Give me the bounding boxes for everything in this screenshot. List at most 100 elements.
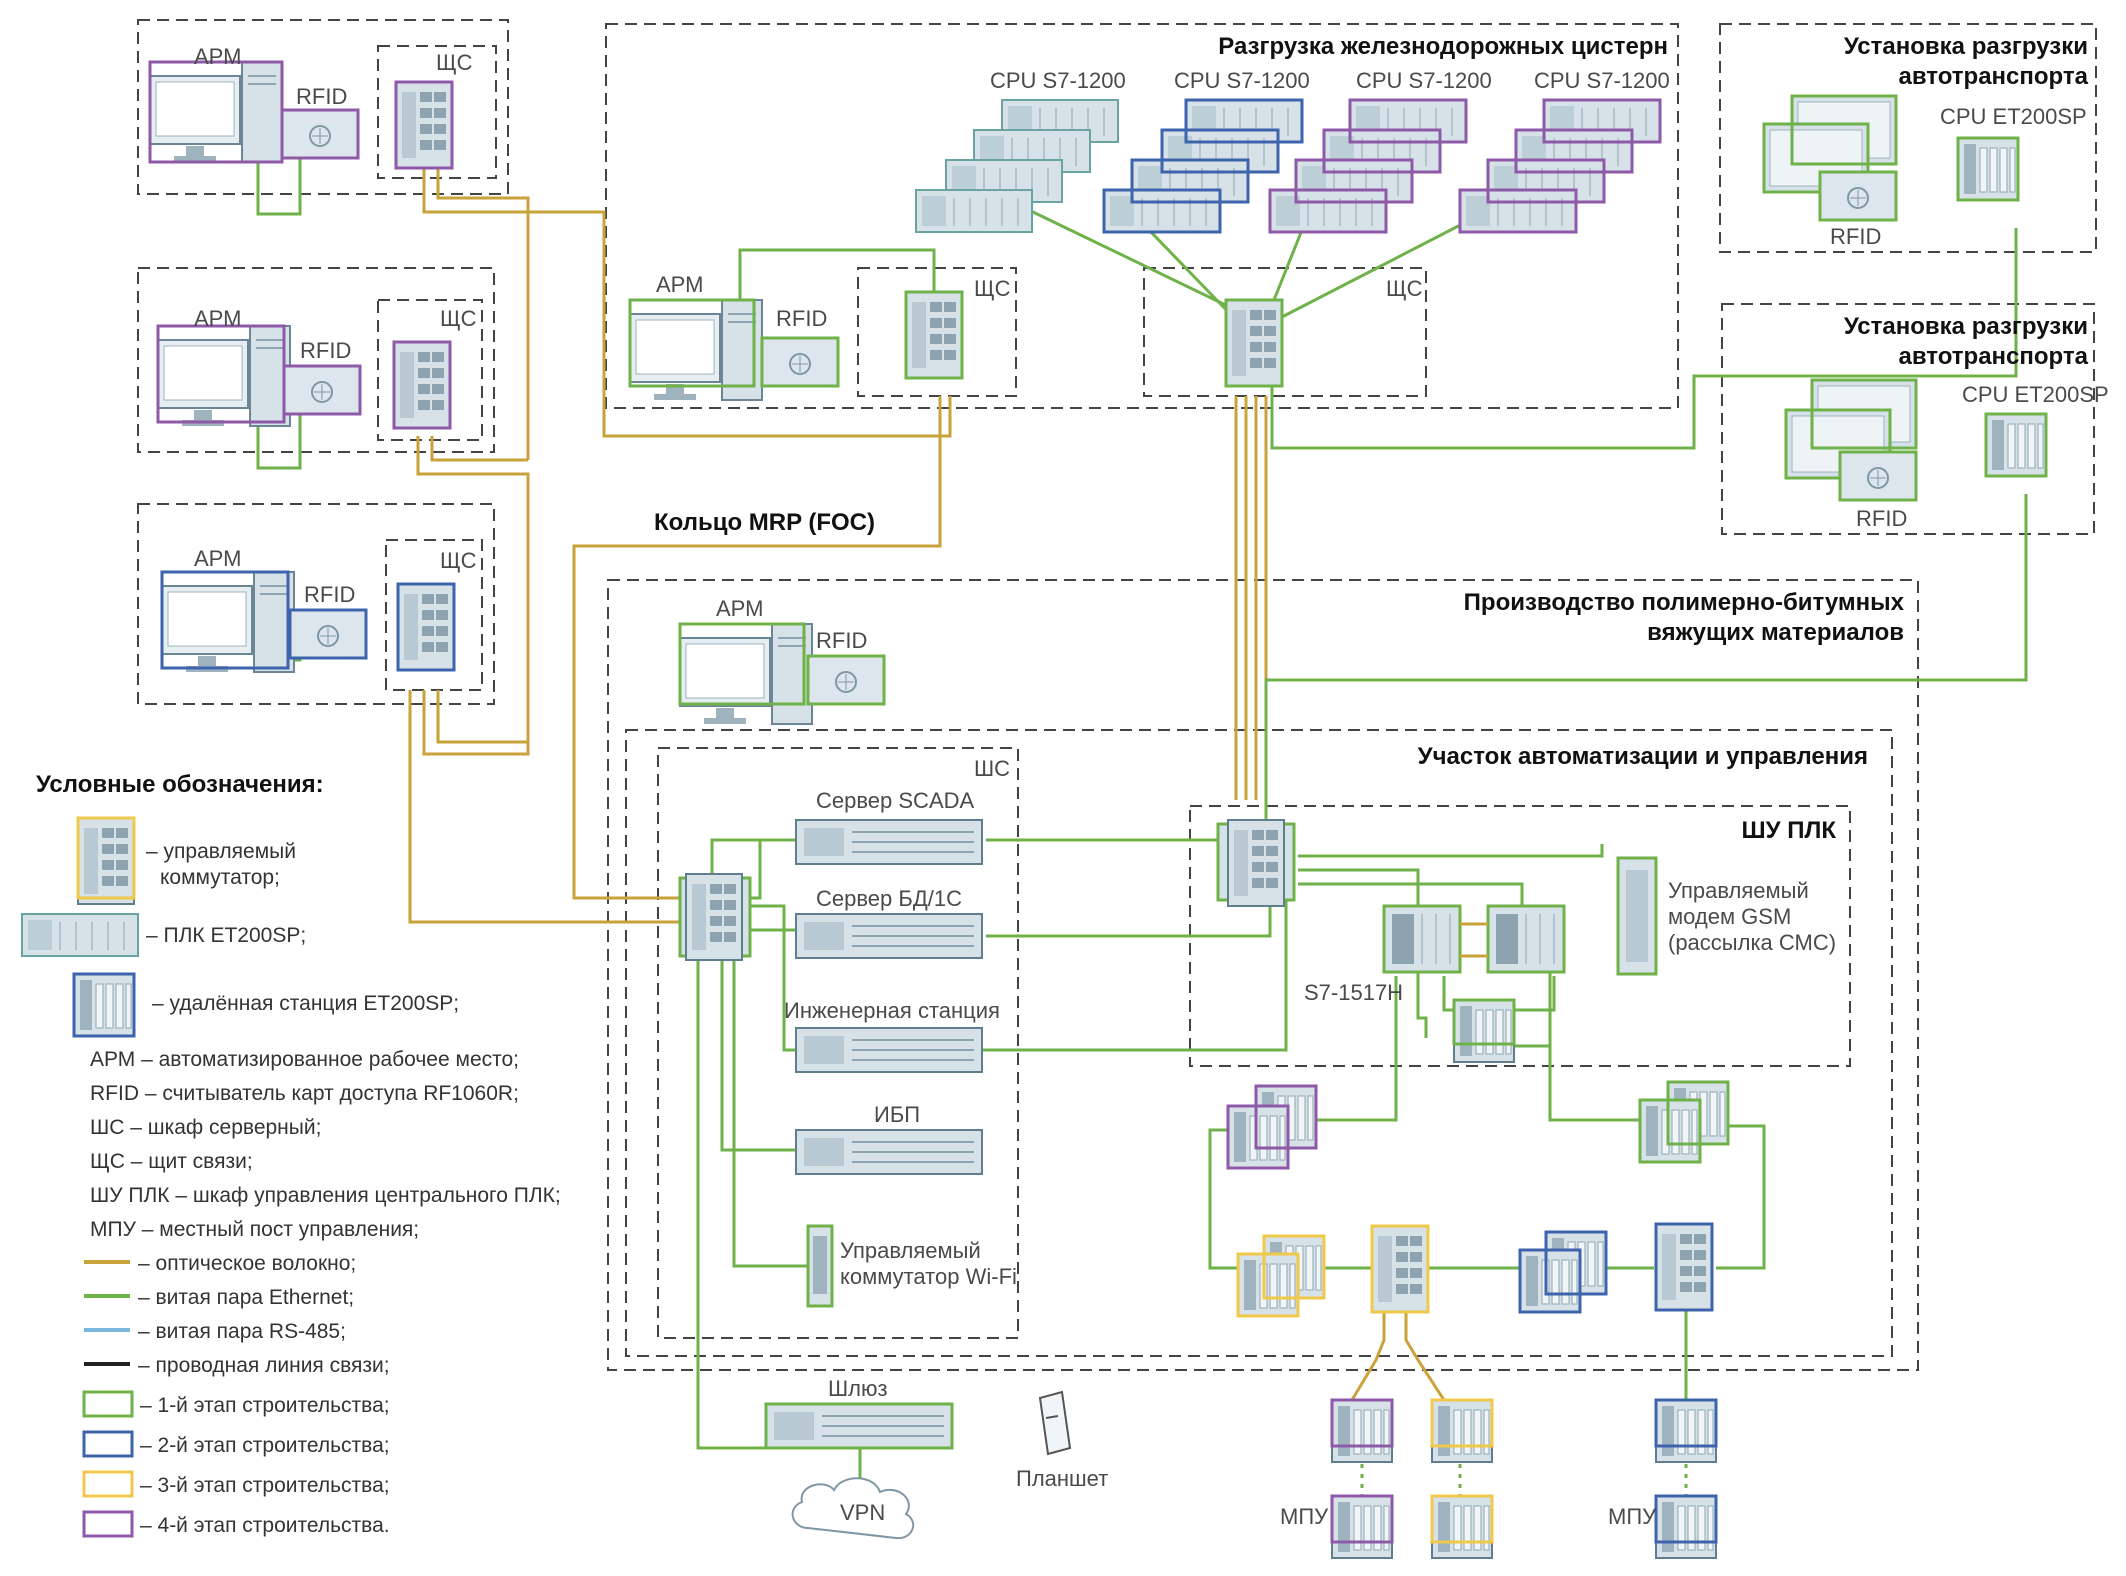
legend-title: Условные обозначения:	[36, 771, 324, 798]
s7-1517h-sync-links	[1460, 922, 1488, 958]
tablet-icon	[1038, 1390, 1072, 1456]
zone-rail-shs1	[857, 267, 1017, 397]
truck2-title-1: Установка разгрузки	[1844, 313, 2088, 340]
plc-cabinet-switch	[1216, 819, 1296, 907]
rail-switch-2	[1224, 298, 1284, 388]
truck1-cpu-et200sp	[1956, 136, 2020, 202]
mpu-lower-purple	[1330, 1494, 1394, 1559]
arm1-switch	[394, 80, 454, 170]
legend-abbr-shs: ШС – шкаф серверный;	[90, 1116, 321, 1139]
wifi-label-2: коммутатор Wi-Fi	[840, 1264, 1017, 1289]
vpn-cloud-icon	[791, 1477, 915, 1540]
gateway	[764, 1402, 954, 1450]
engineering-station	[795, 1027, 983, 1073]
legend-stage1-text: – 1-й этап строительства;	[140, 1394, 390, 1417]
stage2-switch	[1654, 1222, 1714, 1312]
arm2-switch	[392, 340, 452, 430]
zone-rail	[605, 23, 1679, 409]
gateway-label: Шлюз	[828, 1376, 888, 1401]
legend-stage4-box	[82, 1510, 134, 1538]
zone-arm3-shs	[385, 539, 483, 691]
server-db-label: Сервер БД/1С	[816, 886, 962, 911]
truck2-cpu-label: CPU ET200SP	[1962, 382, 2109, 407]
legend-plc-icon	[21, 913, 139, 957]
legend-line-fiber-text: – оптическое волокно;	[138, 1252, 356, 1275]
wifi-switch	[806, 1224, 834, 1308]
legend-stage1-box	[82, 1390, 134, 1418]
gsm-modem	[1616, 856, 1658, 976]
legend-remote-station-icon	[72, 972, 136, 1038]
s7-1517h-cpu-b	[1486, 904, 1566, 974]
arm1-rfid-label: RFID	[296, 84, 347, 109]
vpn-label: VPN	[840, 1500, 885, 1525]
zone-automation	[625, 729, 1893, 1357]
legend-stage2-box	[82, 1430, 134, 1458]
server-cabinet-switch	[678, 873, 752, 961]
arm2-shs-label: ЩС	[440, 306, 477, 331]
truck2-rfid-label: RFID	[1856, 506, 1907, 531]
legend-abbr-plc-cabinet: ШУ ПЛК – шкаф управления центрального ПЛ…	[90, 1184, 561, 1207]
truck1-title-2: автотранспорта	[1899, 63, 2089, 90]
plc-cabinet-title: ШУ ПЛК	[1742, 817, 1837, 844]
production-title-2: вяжущих материалов	[1647, 619, 1904, 646]
rail-arm-workstation	[628, 298, 763, 401]
gsm-label-1: Управляемый	[1668, 878, 1809, 903]
cpu-label-1: CPU S7-1200	[990, 68, 1126, 93]
truck1-hmi-panels	[1762, 94, 1898, 194]
tablet-label: Планшет	[1016, 1466, 1108, 1491]
rail-plc-stack-4	[1458, 98, 1662, 234]
arm3-label: АРМ	[194, 546, 241, 571]
rail-plc-stack-3	[1268, 98, 1468, 234]
server-cabinet-label: ШС	[974, 756, 1010, 781]
arm2-label: АРМ	[194, 306, 241, 331]
ups-label: ИБП	[874, 1102, 920, 1127]
zone-rail-shs2	[1143, 267, 1427, 397]
arm1-shs-label: ЩС	[436, 50, 473, 75]
production-rfid	[806, 654, 886, 706]
automation-title: Участок автоматизации и управления	[1418, 743, 1868, 770]
gsm-label-3: (рассылка СМС)	[1668, 930, 1836, 955]
mpu-lower-yellow	[1430, 1494, 1494, 1559]
zone-arm3	[137, 503, 495, 705]
zone-arm2-shs	[377, 299, 483, 441]
rail-shs1-label: ЩС	[974, 276, 1011, 301]
remote-station-stage4	[1226, 1084, 1318, 1170]
arm3-shs-label: ЩС	[440, 548, 477, 573]
zone-server-cabinet	[657, 747, 1019, 1339]
stage3-switch	[1370, 1224, 1430, 1314]
arm3-rfid-label: RFID	[304, 582, 355, 607]
legend-line-rs485-text: – витая пара RS-485;	[138, 1320, 346, 1343]
production-arm-label: АРМ	[716, 596, 763, 621]
truck2-cpu-et200sp	[1984, 412, 2048, 478]
arm1-label: АРМ	[194, 44, 241, 69]
s7-1517h-cpu-a	[1382, 904, 1462, 974]
eng-station-label: Инженерная станция	[784, 998, 1000, 1023]
mpu-upper-blue	[1654, 1398, 1718, 1463]
arm2-rfid-label: RFID	[300, 338, 351, 363]
mpu-label-1: МПУ	[1280, 1504, 1329, 1529]
arm1-workstation	[148, 60, 284, 164]
cpu-label-4: CPU S7-1200	[1534, 68, 1670, 93]
s71517h-label: S7-1517H	[1304, 980, 1403, 1005]
arm1-rfid	[280, 108, 360, 160]
production-arm-workstation	[678, 622, 813, 725]
truck2-hmi-panels	[1784, 378, 1918, 480]
mpu-label-2: МПУ	[1608, 1504, 1657, 1529]
mrp-ring-label: Кольцо MRP (FOC)	[654, 509, 875, 536]
mpu-lower-blue	[1654, 1494, 1718, 1559]
server-db	[795, 913, 983, 959]
zone-truck1	[1719, 23, 2097, 253]
mpu-upper-yellow	[1430, 1398, 1494, 1463]
zone-arm1	[137, 19, 509, 195]
legend-switch-icon	[76, 816, 136, 905]
legend-switch-text-1: – управляемый	[146, 840, 296, 863]
truck1-rfid-label: RFID	[1830, 224, 1881, 249]
server-scada-label: Сервер SCADA	[816, 788, 975, 813]
remote-station-stage1	[1638, 1080, 1730, 1164]
arm3-rfid	[288, 608, 368, 660]
legend-stage3-text: – 3-й этап строительства;	[140, 1474, 390, 1497]
legend-stage3-box	[82, 1470, 134, 1498]
rail-rfid	[760, 336, 840, 388]
wifi-label-1: Управляемый	[840, 1238, 981, 1263]
truck1-rfid	[1818, 170, 1898, 222]
